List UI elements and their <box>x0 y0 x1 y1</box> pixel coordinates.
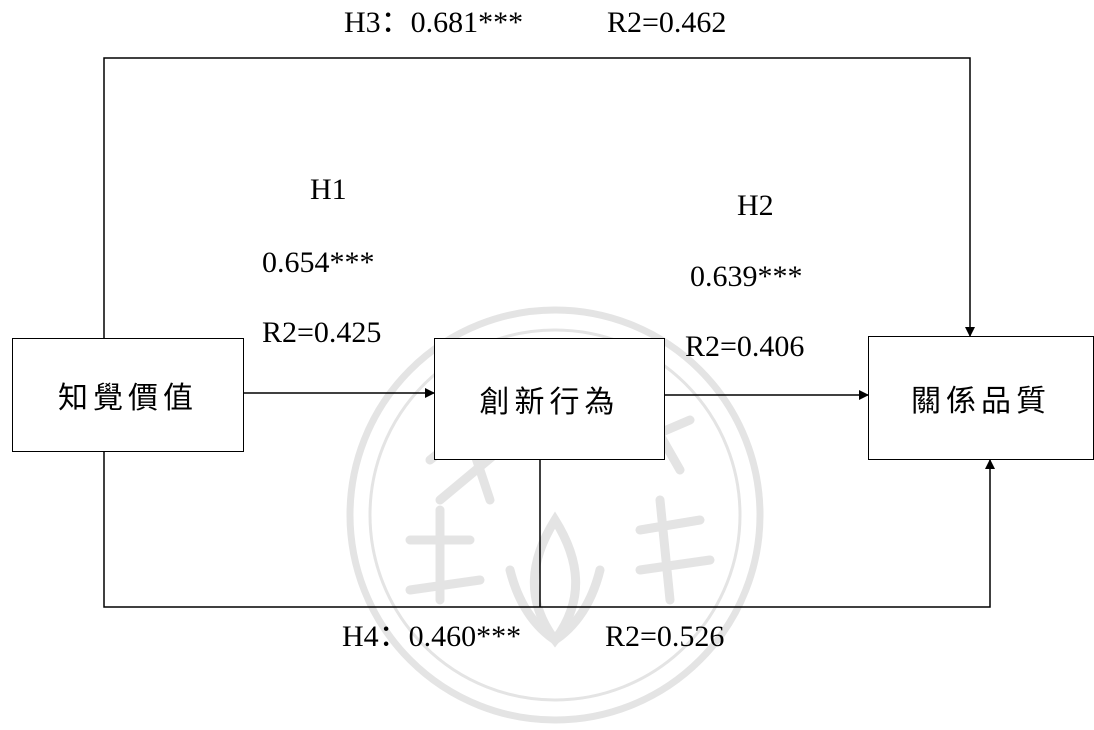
h4-label: H4：0.460*** <box>342 620 522 653</box>
h2-hypothesis: H2 <box>737 189 774 222</box>
node-perceived-value: 知覺價值 <box>12 338 244 452</box>
node-relationship-quality: 關係品質 <box>868 336 1094 460</box>
h4-r2: R2=0.526 <box>605 620 725 653</box>
h1-coefficient: 0.654*** <box>262 246 375 279</box>
h2-coefficient: 0.639*** <box>690 260 803 293</box>
h2-r2: R2=0.406 <box>685 330 805 363</box>
h3-label: H3：0.681*** <box>344 6 524 39</box>
node-innovation-behavior: 創新行為 <box>434 338 665 460</box>
h3-path-line <box>103 57 975 338</box>
h1-hypothesis: H1 <box>310 173 347 206</box>
path-diagram <box>103 57 995 608</box>
h3-r2: R2=0.462 <box>607 6 727 39</box>
h1-r2: R2=0.425 <box>262 316 382 349</box>
h4-path-line <box>103 452 995 608</box>
